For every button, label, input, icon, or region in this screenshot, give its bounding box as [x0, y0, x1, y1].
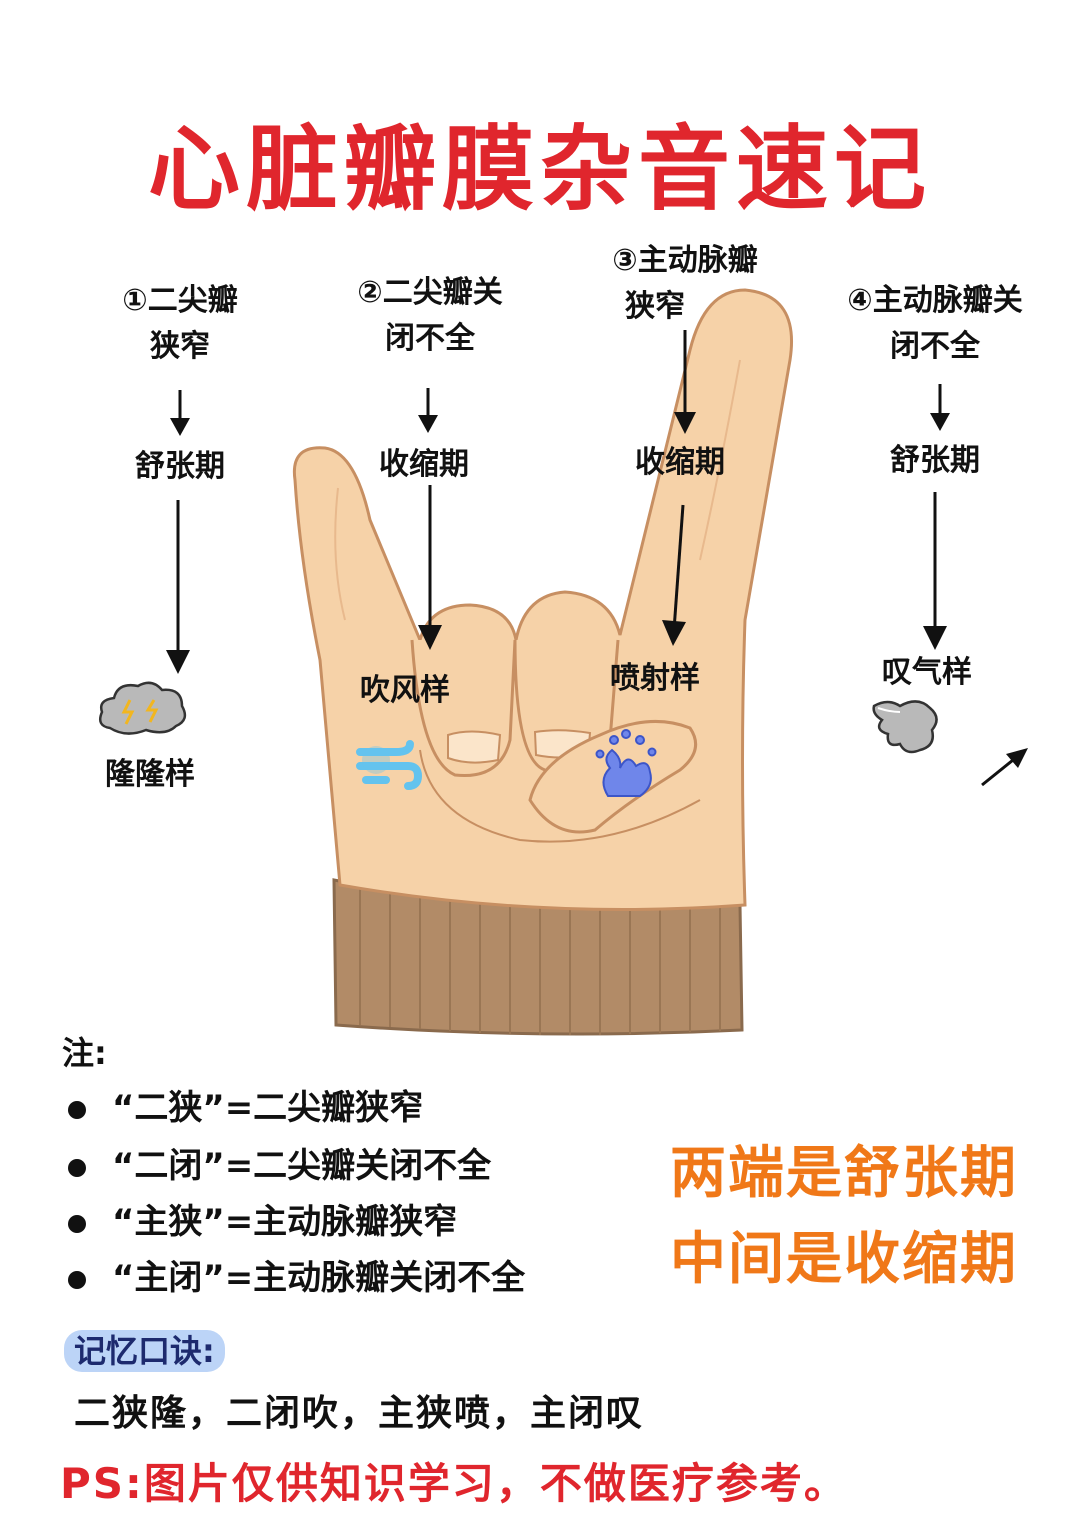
- col3-murmur: 喷射样: [610, 661, 700, 696]
- col2-num: ②: [357, 275, 383, 310]
- col1-num: ①: [122, 283, 148, 318]
- sleeve-cuff: [332, 878, 744, 1036]
- col1-name-line2: 狭窄: [150, 329, 210, 364]
- bullet-icon: [68, 1100, 86, 1119]
- col1-valve-name: ①二尖瓣 狭窄: [80, 278, 280, 370]
- col1-name-line1: 二尖瓣: [147, 283, 238, 318]
- col4-phase: 舒张期: [890, 443, 980, 478]
- col4-murmur: 叹气样: [882, 655, 972, 690]
- summary-line-1: 两端是舒张期: [670, 1141, 1018, 1206]
- col1-phase: 舒张期: [135, 449, 225, 484]
- mnemonic-heading-wrap: 记忆口诀:: [64, 1326, 225, 1372]
- note-text: “主狭”=主动脉瓣狭窄: [112, 1202, 458, 1242]
- note-text: “主闭”=主动脉瓣关闭不全: [112, 1258, 526, 1298]
- col3-valve-name: ③主动脉瓣 狭窄: [580, 238, 790, 330]
- col3-name-line2: 狭窄: [625, 289, 685, 324]
- col4-name-line2: 闭不全: [890, 329, 980, 364]
- spray-burst-icon: [595, 729, 657, 797]
- note-item: “主闭”=主动脉瓣关闭不全: [68, 1250, 525, 1299]
- sigh-puff-icon: [872, 700, 938, 754]
- mnemonic-text: 二狭隆，二闭吹，主狭喷，主闭叹: [74, 1393, 645, 1434]
- note-item: “二闭”=二尖瓣关闭不全: [68, 1138, 491, 1187]
- col1-murmur: 隆隆样: [105, 757, 195, 792]
- mnemonic-heading: 记忆口诀:: [64, 1330, 225, 1372]
- col2-phase: 收缩期: [379, 447, 469, 482]
- notes-heading: 注:: [62, 1034, 107, 1072]
- col4-num: ④: [847, 283, 873, 318]
- note-item: “主狭”=主动脉瓣狭窄: [68, 1194, 457, 1243]
- col4-valve-name: ④主动脉瓣关 闭不全: [820, 278, 1050, 370]
- flow-arrows: [166, 330, 1028, 787]
- bullet-icon: [68, 1214, 86, 1233]
- bullet-icon: [68, 1158, 86, 1177]
- col3-phase: 收缩期: [635, 445, 725, 480]
- col3-name-line1: 主动脉瓣: [637, 243, 758, 278]
- col2-name-line2: 闭不全: [385, 321, 475, 356]
- col2-name-line1: 二尖瓣关: [382, 275, 503, 310]
- col2-murmur: 吹风样: [360, 673, 450, 708]
- arrow-3-bottom: [672, 504, 685, 631]
- col3-num: ③: [612, 243, 638, 278]
- note-text: “二狭”=二尖瓣狭窄: [112, 1088, 424, 1128]
- disclaimer: PS:图片仅供知识学习，不做医疗参考。: [60, 1459, 848, 1508]
- thunder-cloud-icon: [99, 681, 187, 735]
- wind-swirl-icon: [356, 740, 422, 790]
- col4-name-line1: 主动脉瓣关: [872, 283, 1023, 318]
- bullet-icon: [68, 1270, 86, 1289]
- page-title: 心脏瓣膜杂音速记: [147, 116, 932, 223]
- hand-shape: [292, 288, 793, 911]
- col2-valve-name: ②二尖瓣关 闭不全: [320, 270, 540, 362]
- summary-line-2: 中间是收缩期: [670, 1227, 1018, 1292]
- note-item: “二狭”=二尖瓣狭窄: [68, 1080, 423, 1129]
- note-text: “二闭”=二尖瓣关闭不全: [112, 1146, 492, 1186]
